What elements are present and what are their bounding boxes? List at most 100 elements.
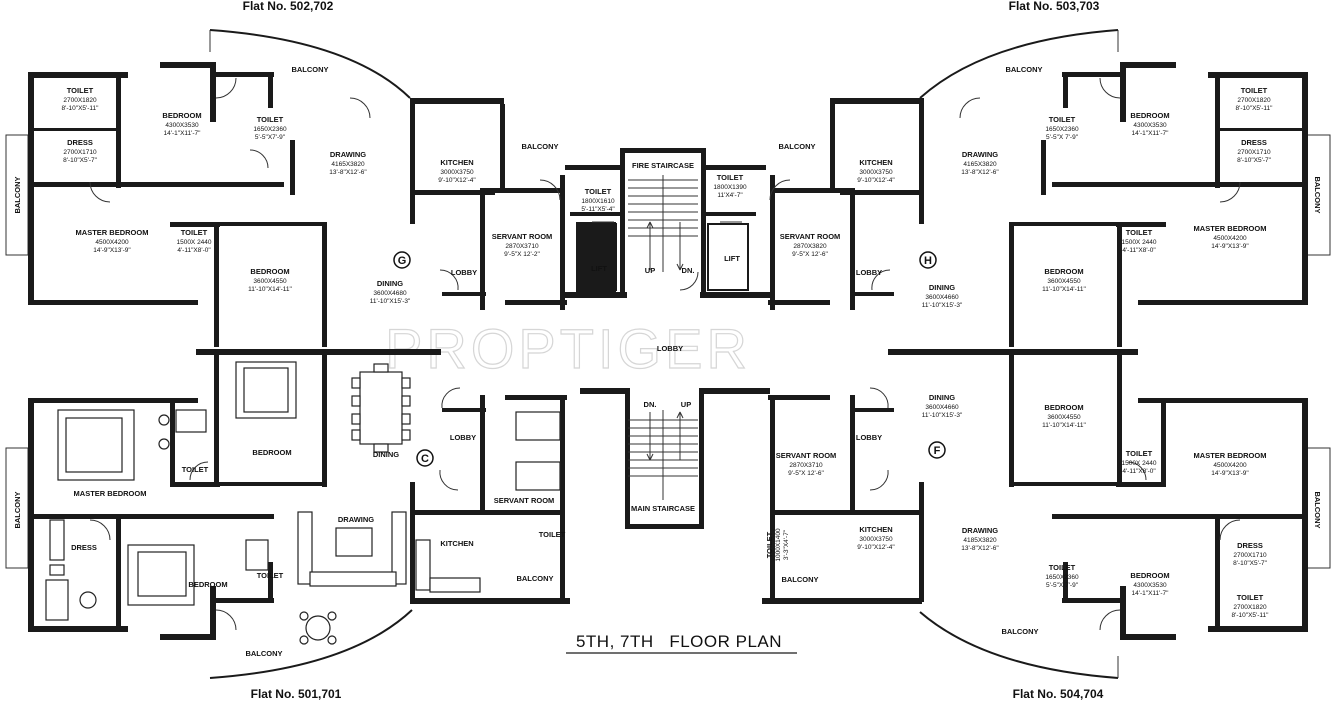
stair-dn-top: DN. [682,266,695,275]
svg-text:11'-10"X14'-11": 11'-10"X14'-11" [1042,286,1086,293]
main-staircase-label: MAIN STAIRCASE [631,504,695,513]
core-toilet-right-mm: 1800X1390 [713,184,747,191]
svg-text:2870X3710: 2870X3710 [789,462,823,469]
svg-text:DINING: DINING [929,283,955,292]
stair-up-bottom: UP [681,400,691,409]
unit-letter-f: F [928,441,946,459]
svg-text:TOILET: TOILET [1049,563,1076,572]
svg-text:MASTER BEDROOM: MASTER BEDROOM [1194,451,1267,460]
svg-text:3000X3750: 3000X3750 [859,169,893,176]
svg-text:13'-8"X12'-6": 13'-8"X12'-6" [961,545,999,552]
svg-text:3600X4550: 3600X4550 [253,278,287,285]
svg-text:DRAWING: DRAWING [338,515,374,524]
svg-text:9'-10"X12'-4": 9'-10"X12'-4" [857,177,895,184]
svg-text:9'-5"X 12'-6": 9'-5"X 12'-6" [788,470,824,477]
svg-text:BEDROOM: BEDROOM [1044,403,1083,412]
svg-text:3000X3750: 3000X3750 [859,536,893,543]
svg-text:3600X4660: 3600X4660 [925,404,959,411]
svg-text:BALCONY: BALCONY [1005,65,1042,74]
svg-text:DRESS: DRESS [1241,138,1267,147]
svg-text:MASTER BEDROOM: MASTER BEDROOM [76,228,149,237]
svg-text:BALCONY: BALCONY [781,575,818,584]
svg-text:11'-10"X15'-3": 11'-10"X15'-3" [370,298,411,305]
doors [89,77,1241,631]
svg-text:4500X4200: 4500X4200 [1213,462,1247,469]
flat-h-labels: BALCONY BALCONY BALCONY TOILET 2700X1820… [778,65,1322,309]
svg-text:3600X4550: 3600X4550 [1047,414,1081,421]
svg-text:4500X4200: 4500X4200 [95,239,129,246]
svg-text:BEDROOM: BEDROOM [252,448,291,457]
balcony-curve-bottom-left [209,609,413,679]
svg-text:5'-5"X 7'-9": 5'-5"X 7'-9" [1046,582,1079,589]
svg-text:BALCONY: BALCONY [778,142,815,151]
svg-text:1000X1400: 1000X1400 [775,528,782,562]
svg-text:BEDROOM: BEDROOM [250,267,289,276]
svg-text:11'-10"X14'-11": 11'-10"X14'-11" [1042,422,1086,429]
svg-text:TOILET: TOILET [257,115,284,124]
core-toilet-left-label: TOILET [585,187,612,196]
svg-text:14'-9"X13'-9": 14'-9"X13'-9" [1211,243,1249,250]
core-toilet-left-mm: 1800X1610 [581,198,615,205]
svg-text:BALCONY: BALCONY [1001,627,1038,636]
svg-text:TOILET: TOILET [67,86,94,95]
svg-text:2870X3820: 2870X3820 [793,243,827,250]
svg-text:11'-10"X15'-3": 11'-10"X15'-3" [922,302,963,309]
svg-text:BEDROOM: BEDROOM [162,111,201,120]
svg-text:3600X4660: 3600X4660 [925,294,959,301]
svg-text:LOBBY: LOBBY [856,433,882,442]
svg-text:4'-11"X8'-0": 4'-11"X8'-0" [1122,468,1156,475]
svg-text:MASTER BEDROOM: MASTER BEDROOM [74,489,147,498]
svg-text:BEDROOM: BEDROOM [188,580,227,589]
svg-text:4500X4200: 4500X4200 [1213,235,1247,242]
svg-text:1650X2360: 1650X2360 [1045,574,1079,581]
svg-text:BEDROOM: BEDROOM [1130,111,1169,120]
svg-text:5'-5"X 7'-9": 5'-5"X 7'-9" [1046,134,1079,141]
svg-text:TOILET: TOILET [539,530,566,539]
flat-number-top-right: Flat No. 503,703 [1009,0,1100,13]
svg-text:TOILET: TOILET [1126,449,1153,458]
svg-text:BALCONY: BALCONY [516,574,553,583]
walls-flat-f [762,355,1308,640]
core-toilet-right-ft: 11'X4'-7" [717,192,743,199]
divider-left [196,349,441,355]
unit-letter-c: C [416,449,434,467]
svg-text:2700X1710: 2700X1710 [1233,552,1267,559]
svg-text:MASTER BEDROOM: MASTER BEDROOM [1194,224,1267,233]
svg-text:4300X3530: 4300X3530 [1133,122,1167,129]
svg-text:11'-10"X15'-3": 11'-10"X15'-3" [922,412,963,419]
stair-dn-bottom: DN. [644,400,657,409]
svg-text:KITCHEN: KITCHEN [440,158,473,167]
svg-text:14'-1"X11'-7": 14'-1"X11'-7" [164,130,202,137]
svg-text:TOILET: TOILET [1049,115,1076,124]
svg-text:4185X3820: 4185X3820 [963,537,997,544]
svg-text:3600X4550: 3600X4550 [1047,278,1081,285]
svg-text:8'-10"X5'-11": 8'-10"X5'-11" [1236,105,1274,112]
svg-text:DRESS: DRESS [67,138,93,147]
svg-text:BEDROOM: BEDROOM [1044,267,1083,276]
lift-left-label: LIFT [591,264,607,273]
walls-flat-c [28,355,570,640]
watermark: PROPTIGER [385,317,751,380]
svg-text:1650X2360: 1650X2360 [253,126,287,133]
flat-number-bottom-right: Flat No. 504,704 [1013,687,1104,701]
svg-text:4300X3530: 4300X3530 [165,122,199,129]
walls-flat-g [28,62,567,347]
svg-text:13'-8"X12'-6": 13'-8"X12'-6" [961,169,999,176]
svg-text:SERVANT ROOM: SERVANT ROOM [492,232,553,241]
svg-text:KITCHEN: KITCHEN [859,525,892,534]
svg-text:LOBBY: LOBBY [856,268,882,277]
flat-number-bottom-left: Flat No. 501,701 [251,687,342,701]
svg-text:BALCONY: BALCONY [13,176,22,213]
fire-staircase-label: FIRE STAIRCASE [632,161,694,170]
svg-text:TOILET: TOILET [257,571,284,580]
svg-text:DINING: DINING [373,450,399,459]
svg-text:14'-1"X11'-7": 14'-1"X11'-7" [1132,130,1170,137]
svg-text:C: C [421,453,429,465]
svg-text:TOILET: TOILET [765,531,774,558]
svg-text:DRAWING: DRAWING [962,526,998,535]
svg-text:4'-11"X8'-0": 4'-11"X8'-0" [1122,247,1156,254]
floor-plan-title: 5TH, 7TH FLOOR PLAN [576,632,782,651]
core-toilet-bottom-right: TOILET 1000X1400 3'-3"X4'-7" [765,528,790,562]
svg-text:LOBBY: LOBBY [450,433,476,442]
svg-text:2700X1820: 2700X1820 [63,97,97,104]
